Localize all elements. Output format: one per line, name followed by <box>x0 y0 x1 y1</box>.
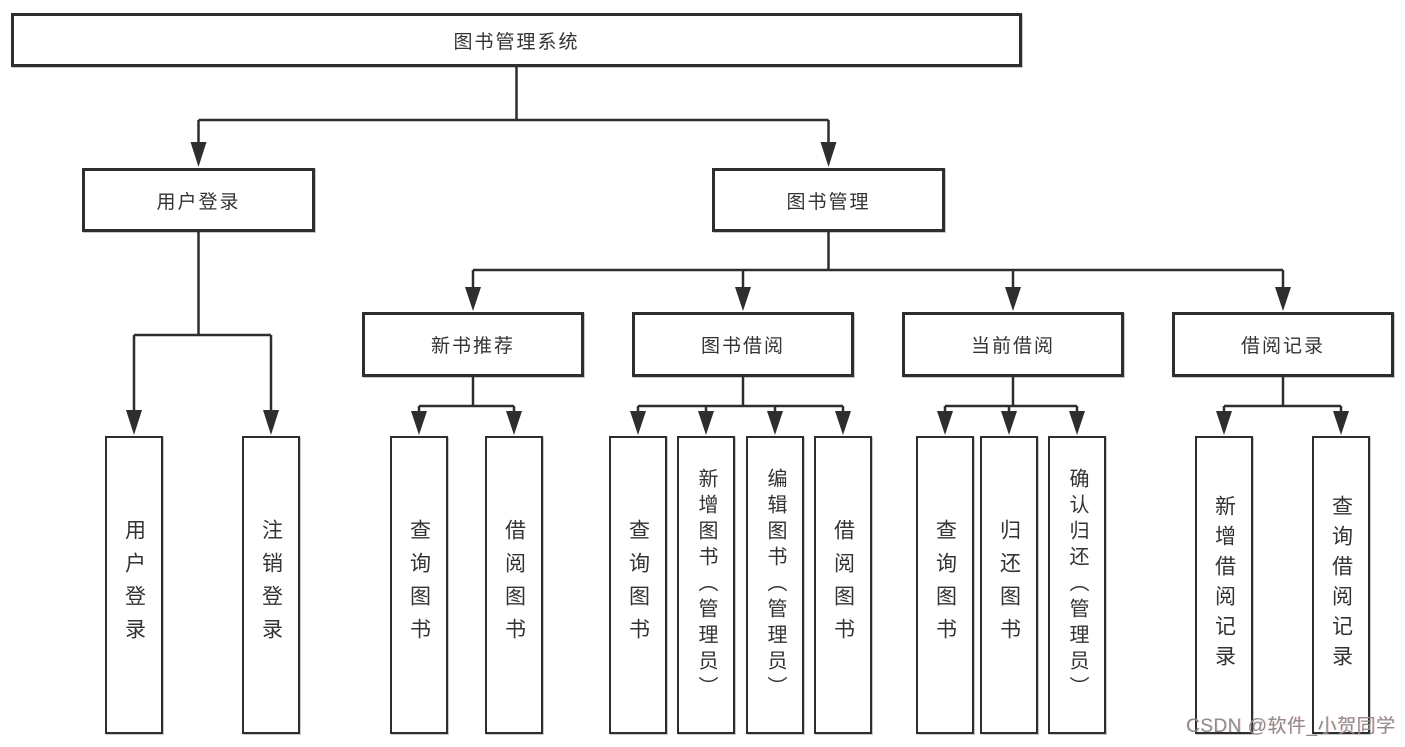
leaf-current-query-book: 查询图书 <box>916 436 974 734</box>
leaf-borrowing-borrow-book: 借阅图书 <box>814 436 872 734</box>
node-book-management-branch: 图书管理 <box>712 168 945 232</box>
leaf-recommend-query-book: 查询图书 <box>390 436 448 734</box>
node-current-borrowing: 当前借阅 <box>902 312 1124 377</box>
leaf-current-confirm-return-admin: 确认归还（管理员） <box>1048 436 1106 734</box>
leaf-logout: 注销登录 <box>242 436 300 734</box>
node-borrow-records: 借阅记录 <box>1172 312 1394 377</box>
leaf-current-return-book: 归还图书 <box>980 436 1038 734</box>
node-new-book-recommend: 新书推荐 <box>362 312 584 377</box>
leaf-borrowing-add-book-admin: 新增图书（管理员） <box>677 436 735 734</box>
node-user-login-branch: 用户登录 <box>82 168 315 232</box>
node-book-borrowing: 图书借阅 <box>632 312 854 377</box>
leaf-borrowing-edit-book-admin: 编辑图书（管理员） <box>746 436 804 734</box>
leaf-record-query-borrow-record: 查询借阅记录 <box>1312 436 1370 734</box>
leaf-record-add-borrow-record: 新增借阅记录 <box>1195 436 1253 734</box>
leaf-user-login: 用户登录 <box>105 436 163 734</box>
node-root-system: 图书管理系统 <box>11 13 1022 67</box>
leaf-recommend-borrow-book: 借阅图书 <box>485 436 543 734</box>
leaf-borrowing-query-book: 查询图书 <box>609 436 667 734</box>
arrowheads <box>126 142 1349 435</box>
csdn-watermark: CSDN @软件_小贺同学 <box>1186 716 1396 737</box>
